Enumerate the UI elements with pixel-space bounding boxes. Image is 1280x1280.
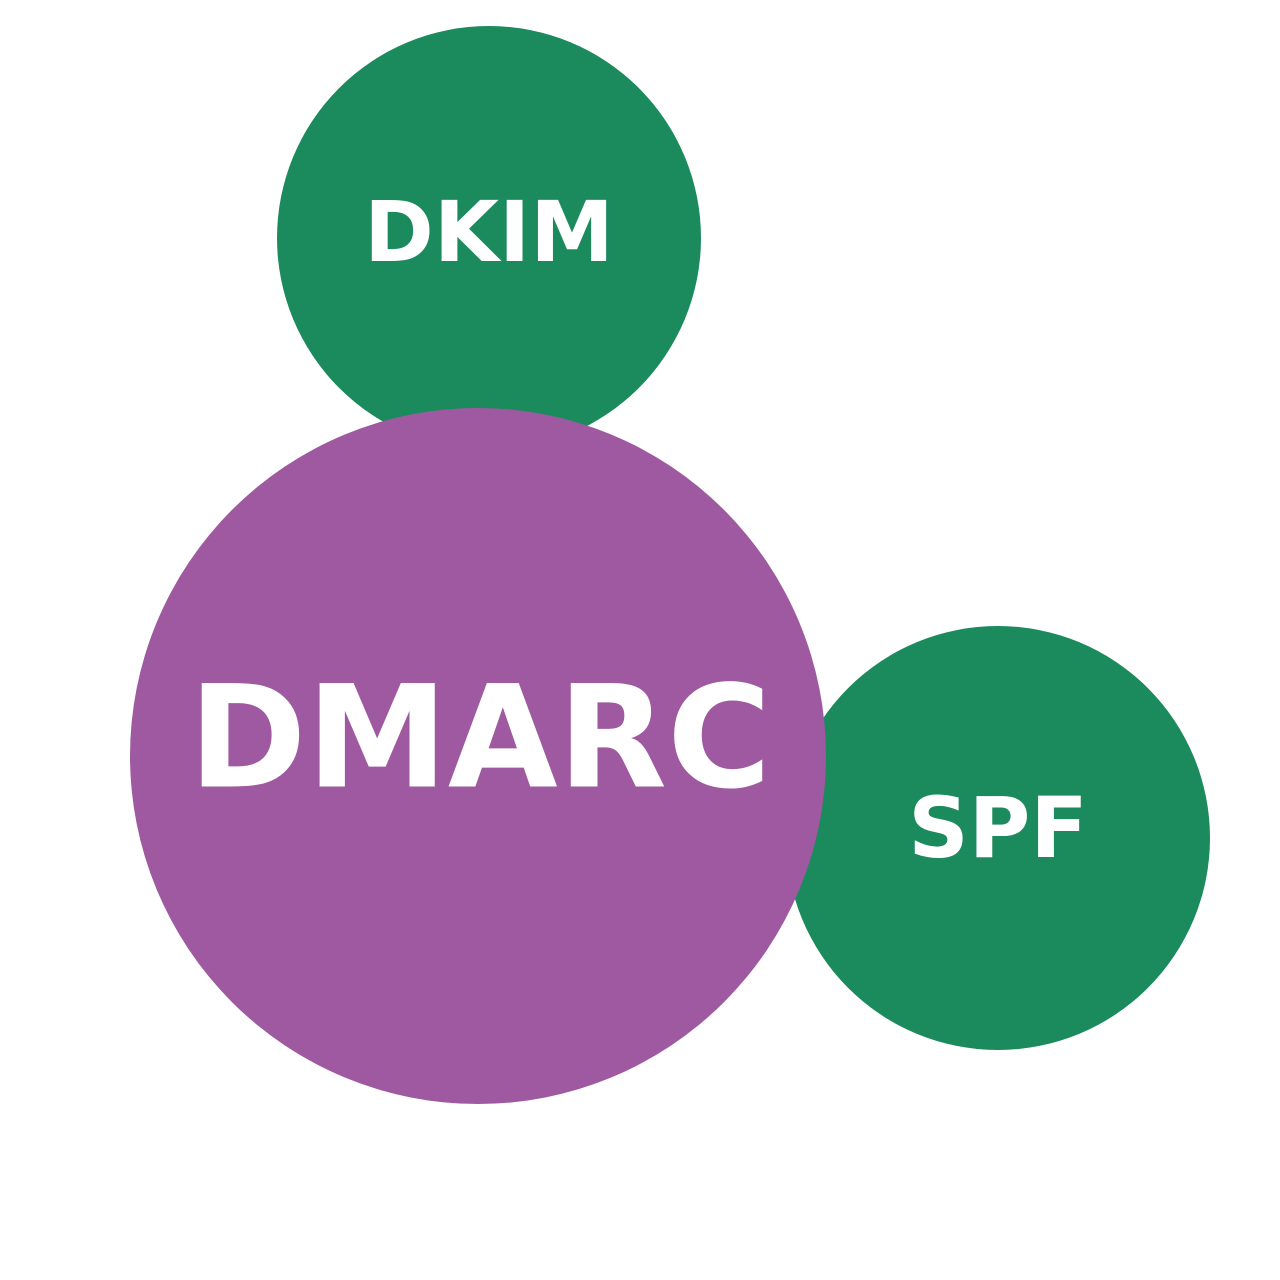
dmarc-node: DMARC [130, 408, 826, 1104]
dkim-circle [277, 26, 701, 450]
spf-circle [786, 626, 1210, 1050]
dmarc-label: DMARC [189, 656, 772, 821]
dkim-node: DKIM [277, 26, 701, 450]
spf-node: SPF [786, 626, 1210, 1050]
dmarc-circle [130, 408, 826, 1104]
dkim-label: DKIM [364, 183, 614, 281]
spf-label: SPF [908, 779, 1087, 877]
